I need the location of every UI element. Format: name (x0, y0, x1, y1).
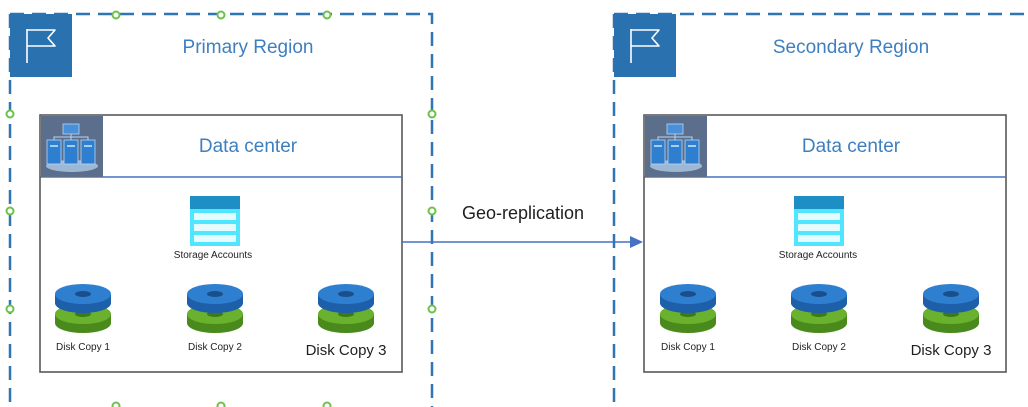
flag-icon (26, 29, 56, 63)
primary-region: Primary Region (5, 10, 437, 407)
disk-copy-label: Disk Copy 3 (911, 342, 992, 359)
secondary-region-title: Secondary Region (773, 37, 929, 58)
storage-accounts-icon (190, 196, 240, 246)
disk-copy-label: Disk Copy 1 (661, 342, 715, 353)
storage-accounts-label: Storage Accounts (779, 250, 857, 261)
disk-icon (923, 284, 979, 333)
secondary-region: Secondary Region (612, 12, 1028, 407)
disk-copy-label: Disk Copy 3 (306, 342, 387, 359)
disk-icon (187, 284, 243, 333)
geo-replication-connector: Geo-replication (402, 203, 643, 248)
primary-region-title: Primary Region (183, 37, 314, 58)
storage-accounts-icon (794, 196, 844, 246)
disk-copy-label: Disk Copy 1 (56, 342, 110, 353)
secondary-datacenter-title: Data center (802, 136, 901, 157)
datacenter-icon (650, 123, 702, 172)
disk-copy-label: Disk Copy 2 (188, 342, 242, 353)
disk-icon (318, 284, 374, 333)
geo-replication-label: Geo-replication (462, 203, 584, 223)
disk-copy-label: Disk Copy 2 (792, 342, 846, 353)
arrow-head-icon (630, 236, 643, 248)
primary-datacenter-title: Data center (199, 136, 298, 157)
disk-icon (55, 284, 111, 333)
disk-icon (660, 284, 716, 333)
primary-region-selection-handles[interactable] (5, 10, 437, 407)
storage-accounts-label: Storage Accounts (174, 250, 252, 261)
primary-datacenter: Data center Storage Accounts (39, 114, 403, 373)
secondary-datacenter: Data center Storage Accounts (643, 114, 1007, 373)
disk-icon (791, 284, 847, 333)
primary-region-border (8, 12, 434, 407)
datacenter-icon (46, 123, 98, 172)
secondary-region-border (612, 12, 1028, 407)
flag-icon (630, 29, 660, 63)
